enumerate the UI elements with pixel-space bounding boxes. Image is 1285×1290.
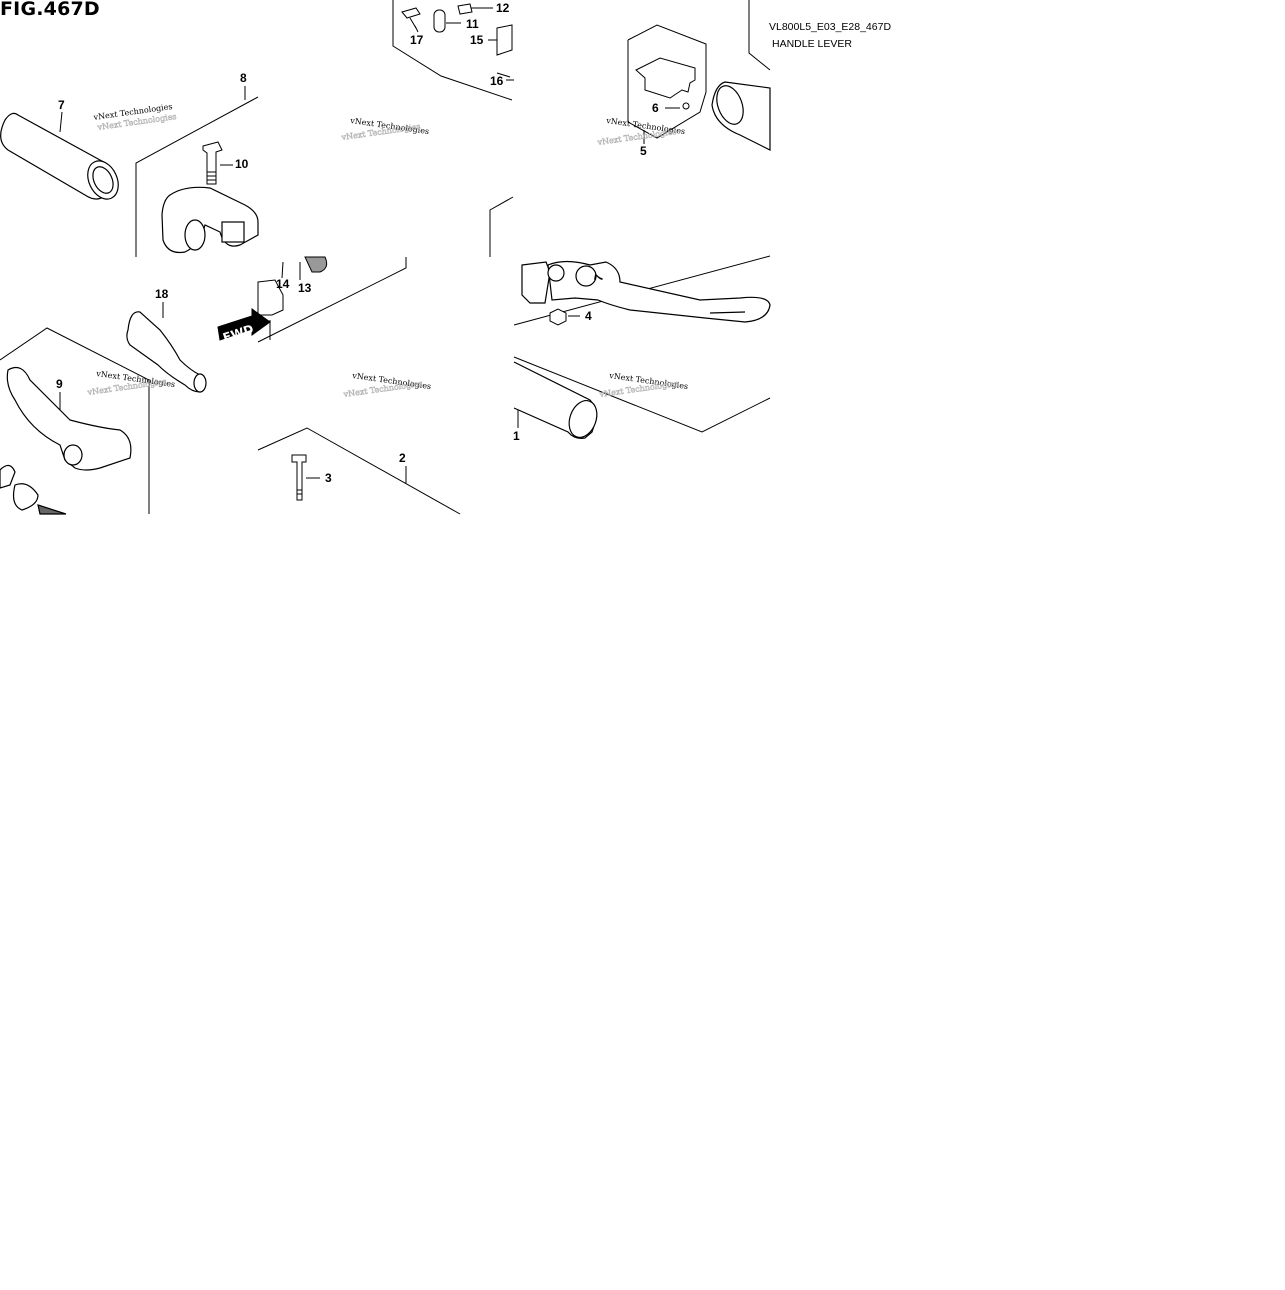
callout-5: 5: [640, 144, 647, 158]
callout-1: 1: [513, 429, 520, 443]
figure-code: VL800L5_E03_E28_467D: [769, 21, 892, 33]
callout-7: 7: [58, 98, 65, 112]
top-center-parts: [401, 3, 513, 78]
part-7-grip: [0, 112, 119, 200]
part-4-nut: [549, 308, 567, 326]
frame-lines: [0, 0, 771, 515]
part-10-bolt: [202, 141, 223, 185]
callout-2: 2: [399, 451, 406, 465]
callout-17: 17: [410, 33, 424, 47]
part-18-cover: [126, 311, 207, 393]
leader-lines: [59, 7, 680, 484]
part-3-bolt: [291, 454, 307, 501]
callout-3: 3: [325, 471, 332, 485]
callout-15: 15: [470, 33, 484, 47]
part-1-handlebar: [513, 361, 598, 439]
callout-11: 11: [466, 17, 479, 31]
throttle-grip: [711, 81, 771, 151]
callout-4: 4: [585, 309, 592, 323]
callouts: 8 7 10 18 9 2 3 17 11 12 15 16 13 14 4 6…: [56, 1, 659, 485]
part-5-switch: [635, 57, 696, 110]
brake-lever: [521, 260, 771, 323]
callout-16: 16: [490, 74, 504, 88]
callout-14: 14: [276, 277, 290, 291]
part-9-lever: [0, 367, 132, 515]
callout-7b: 7: [591, 273, 606, 282]
callout-18: 18: [155, 287, 169, 301]
callout-6: 6: [652, 101, 659, 115]
callout-9: 9: [56, 377, 63, 391]
watermark-3b: vNext Technologies: [596, 127, 677, 147]
figure-title: FIG.467D: [0, 0, 100, 20]
callout-10: 10: [235, 157, 249, 171]
callout-13: 13: [298, 281, 312, 295]
part-8-holder: [161, 186, 259, 254]
callout-12: 12: [496, 1, 510, 15]
figure-name: HANDLE LEVER: [772, 38, 852, 50]
callout-8: 8: [240, 71, 247, 85]
part-13-14-switch: [257, 256, 328, 340]
